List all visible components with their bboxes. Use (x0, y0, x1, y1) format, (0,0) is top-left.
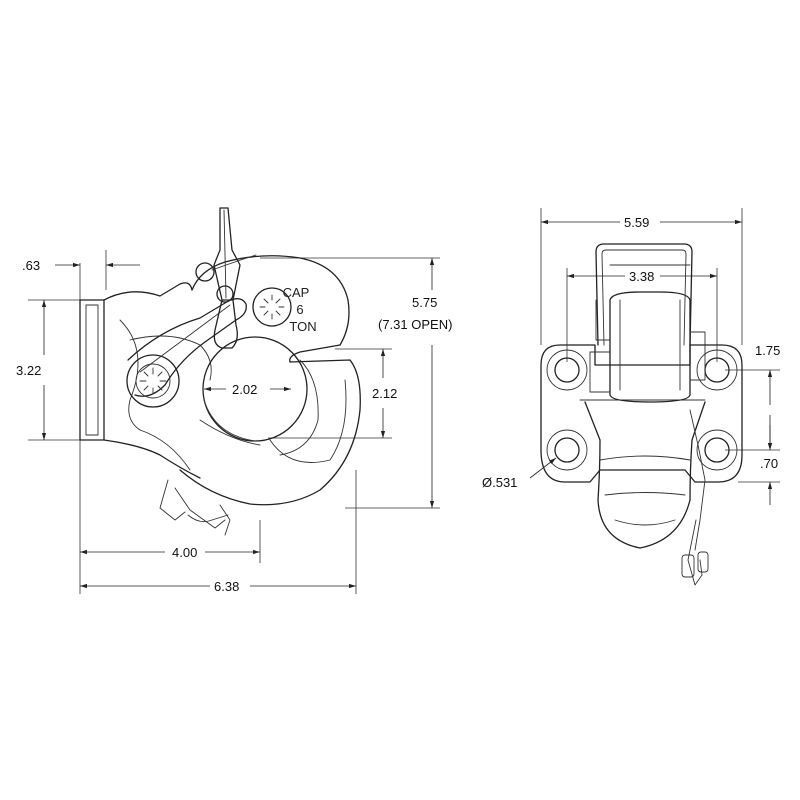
side-view-extension-lines (28, 250, 440, 594)
flange-plate (79, 282, 201, 479)
dim-overall-height-open: (7.31 OPEN) (378, 317, 452, 332)
side-view: CAP 6 TON .63 3.22 5.75 (7.31 OPEN) 2.0 (16, 207, 452, 594)
hook-throat (202, 336, 308, 442)
bolt-hole-icon (554, 437, 580, 463)
front-barrel (589, 291, 706, 403)
front-view-dimensions: 5.59 3.38 1.75 .70 Ø.531 (482, 215, 780, 505)
pivot-bolt-icon (126, 354, 180, 408)
hook-body (119, 255, 361, 506)
dim-bolt-spacing-vertical: 1.75 (755, 343, 780, 358)
dim-hook-opening-height: 2.12 (372, 386, 397, 401)
cast-marking: CAP 6 TON (283, 285, 317, 334)
latch-arm (127, 298, 247, 397)
hook-pivot-bolt-icon (252, 287, 292, 327)
latch-handle (195, 207, 257, 349)
dim-flange-thickness: .63 (22, 258, 40, 273)
bolt-hole-icon (704, 437, 730, 463)
dim-hook-opening-width: 2.02 (232, 382, 257, 397)
cast-marking-line-2: 6 (296, 302, 303, 317)
cast-marking-line-3: TON (289, 319, 316, 334)
front-view-extension-lines (540, 208, 780, 483)
dim-overall-width: 5.59 (624, 215, 649, 230)
dim-bolt-hole-diameter: Ø.531 (482, 475, 517, 490)
front-safety-chain (681, 409, 709, 586)
dim-overall-height: 5.75 (412, 295, 437, 310)
bolt-hole-icon (554, 357, 580, 383)
cast-marking-line-1: CAP (283, 285, 310, 300)
safety-chain (159, 479, 231, 536)
front-mounting-plate (540, 344, 743, 483)
front-view: 5.59 3.38 1.75 .70 Ø.531 (482, 208, 780, 586)
dim-flange-height: 3.22 (16, 363, 41, 378)
side-view-dimensions: .63 3.22 5.75 (7.31 OPEN) 2.02 2.12 4.00… (16, 258, 452, 594)
bolt-holes (546, 349, 738, 471)
front-latch-handle (595, 243, 693, 346)
front-hook-nose (584, 401, 706, 549)
dim-body-length: 4.00 (172, 545, 197, 560)
dim-overall-length: 6.38 (214, 579, 239, 594)
dim-bolt-edge-offset: .70 (760, 456, 778, 471)
dim-bolt-spacing-horizontal: 3.38 (629, 269, 654, 284)
